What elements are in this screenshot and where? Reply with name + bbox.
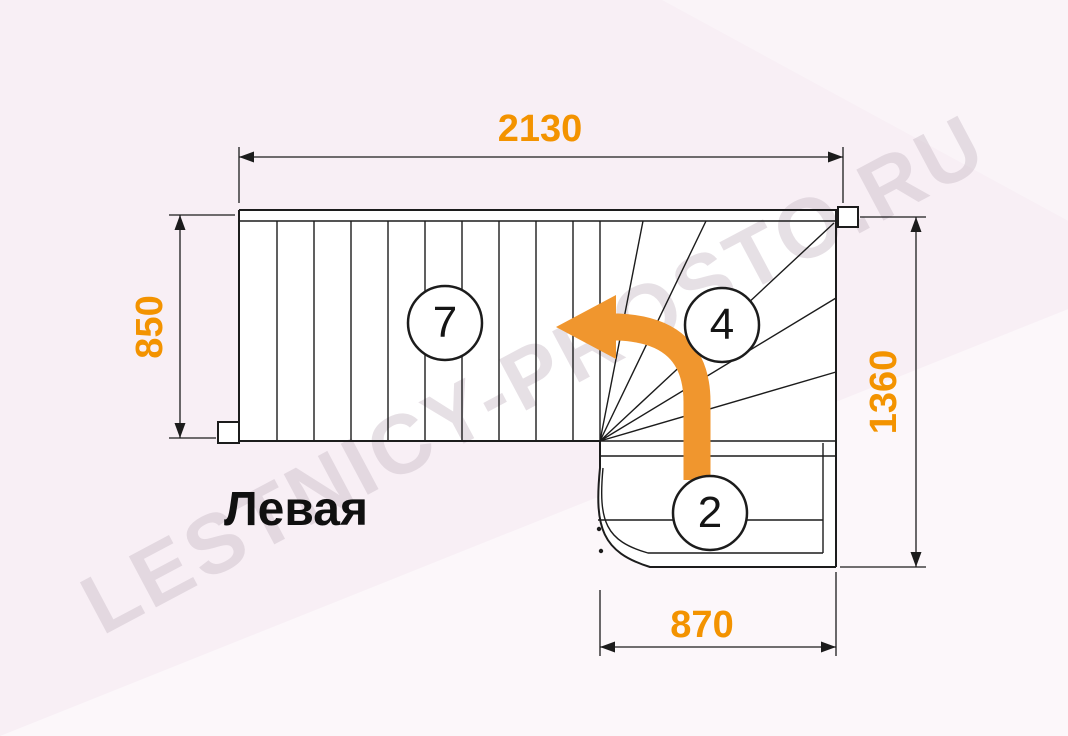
step-2-circle xyxy=(671,474,749,552)
dimension-top-width: 2130 xyxy=(497,108,583,150)
step-4-circle xyxy=(683,286,761,364)
plan-title: Левая xyxy=(224,483,368,536)
newel-post-bottom-left xyxy=(217,421,240,444)
marker-dot xyxy=(596,526,602,532)
step-4-number: 4 xyxy=(709,300,735,349)
dimension-left-height: 850 xyxy=(129,295,171,359)
marker-dot xyxy=(598,548,604,554)
dimension-right-height: 1360 xyxy=(863,349,905,435)
dimension-lines xyxy=(169,147,926,656)
direction-arrow-shaft xyxy=(612,313,711,480)
lower-flight-lines xyxy=(596,206,859,568)
step-2-number: 2 xyxy=(697,488,723,537)
step-circles xyxy=(406,284,761,552)
direction-arrow-head xyxy=(556,295,616,359)
step-7-circle xyxy=(406,284,484,362)
direction-arrow xyxy=(556,295,711,480)
newel-post-top-right xyxy=(837,206,859,228)
step-7-number: 7 xyxy=(432,298,458,347)
dimension-bottom-width: 870 xyxy=(670,604,734,646)
